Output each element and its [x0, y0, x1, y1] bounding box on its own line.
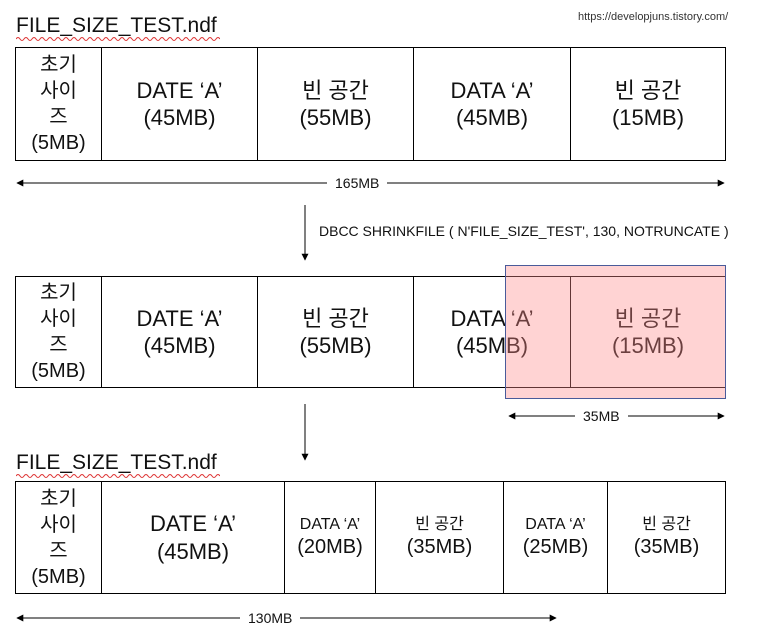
block-data: DATA ‘A’ (45MB) — [414, 277, 571, 387]
block-free-space: 빈 공간 (55MB) — [258, 277, 414, 387]
block-data: DATE ‘A’ (45MB) — [102, 48, 258, 160]
spellcheck-underline — [16, 37, 220, 41]
block-size: (15MB) — [611, 333, 685, 358]
block-label: 빈 공간 — [614, 305, 682, 331]
file-layout-row-shrinking: 초기 사이 즈 (5MB) DATE ‘A’ (45MB) 빈 공간 (55MB… — [15, 276, 726, 388]
file-title-text: FILE_SIZE_TEST.ndf — [16, 14, 217, 37]
block-free-space: 빈 공간 (55MB) — [258, 48, 414, 160]
block-data: DATA ‘A’ (45MB) — [414, 48, 571, 160]
block-initial-size: 초기 사이 즈 (5MB) — [16, 482, 102, 593]
block-label: DATA ‘A’ — [450, 77, 534, 103]
block-size: (45MB) — [156, 538, 230, 564]
block-label: 사이 — [40, 513, 77, 536]
block-size: (45MB) — [143, 333, 216, 358]
file-layout-row-original: 초기 사이 즈 (5MB) DATE ‘A’ (45MB) 빈 공간 (55MB… — [15, 47, 726, 161]
block-free-space: 빈 공간 (35MB) — [608, 482, 725, 593]
block-size: (25MB) — [522, 536, 589, 558]
block-free-space: 빈 공간 (15MB) — [571, 277, 725, 387]
total-size-label-original: 165MB — [327, 175, 388, 191]
block-size: (45MB) — [455, 333, 529, 358]
block-label: 빈 공간 — [415, 516, 464, 533]
block-label: 즈 — [49, 539, 68, 562]
block-size: (5MB) — [31, 565, 86, 588]
block-initial-size: 초기 사이 즈 (5MB) — [16, 48, 102, 160]
block-label: DATE ‘A’ — [136, 305, 223, 331]
block-label: 빈 공간 — [642, 516, 691, 533]
block-label: 빈 공간 — [302, 77, 369, 103]
block-size: (35MB) — [406, 536, 473, 558]
block-label: 즈 — [49, 334, 68, 356]
block-label: 사이 — [40, 308, 77, 330]
block-label: 초기 — [40, 282, 77, 304]
block-label: DATE ‘A’ — [136, 77, 223, 103]
shrink-target-highlight — [505, 265, 726, 399]
block-label: 초기 — [40, 54, 77, 76]
block-size: (45MB) — [455, 105, 529, 130]
block-label: DATA ‘A’ — [450, 305, 534, 331]
block-size: (20MB) — [297, 536, 363, 558]
block-size: (5MB) — [31, 132, 86, 154]
shrink-command-text: DBCC SHRINKFILE ( N'FILE_SIZE_TEST', 130… — [319, 223, 729, 239]
block-label: 빈 공간 — [614, 77, 682, 103]
block-data: DATE ‘A’ (45MB) — [102, 277, 258, 387]
block-free-space: 빈 공간 (15MB) — [571, 48, 725, 160]
block-size: (35MB) — [633, 536, 700, 558]
block-label: DATE ‘A’ — [150, 511, 236, 536]
block-size: (5MB) — [31, 360, 86, 382]
block-label: 사이 — [40, 80, 77, 102]
file-layout-row-result: 초기 사이 즈 (5MB) DATE ‘A’ (45MB) DATA ‘A’ (… — [15, 481, 726, 594]
block-size: (55MB) — [299, 333, 372, 358]
block-data: DATA ‘A’ (25MB) — [504, 482, 608, 593]
block-size: (45MB) — [143, 105, 216, 130]
watermark-url: https://developjuns.tistory.com/ — [578, 11, 729, 23]
total-size-label-result: 130MB — [240, 610, 301, 626]
block-size: (55MB) — [299, 105, 372, 130]
spellcheck-underline — [16, 474, 220, 478]
block-size: (15MB) — [611, 105, 685, 130]
block-label: DATA ‘A’ — [525, 516, 586, 533]
block-label: 초기 — [40, 487, 77, 510]
block-data: DATE ‘A’ (45MB) — [102, 482, 285, 593]
file-title-bottom: FILE_SIZE_TEST.ndf — [16, 450, 220, 478]
block-label: 빈 공간 — [302, 305, 369, 331]
block-free-space: 빈 공간 (35MB) — [376, 482, 504, 593]
shrink-size-label: 35MB — [575, 408, 628, 424]
block-initial-size: 초기 사이 즈 (5MB) — [16, 277, 102, 387]
file-title-text: FILE_SIZE_TEST.ndf — [16, 451, 217, 474]
block-data: DATA ‘A’ (20MB) — [285, 482, 376, 593]
block-label: DATA ‘A’ — [299, 516, 361, 533]
block-label: 즈 — [49, 106, 68, 128]
file-title-top: FILE_SIZE_TEST.ndf — [16, 13, 220, 41]
